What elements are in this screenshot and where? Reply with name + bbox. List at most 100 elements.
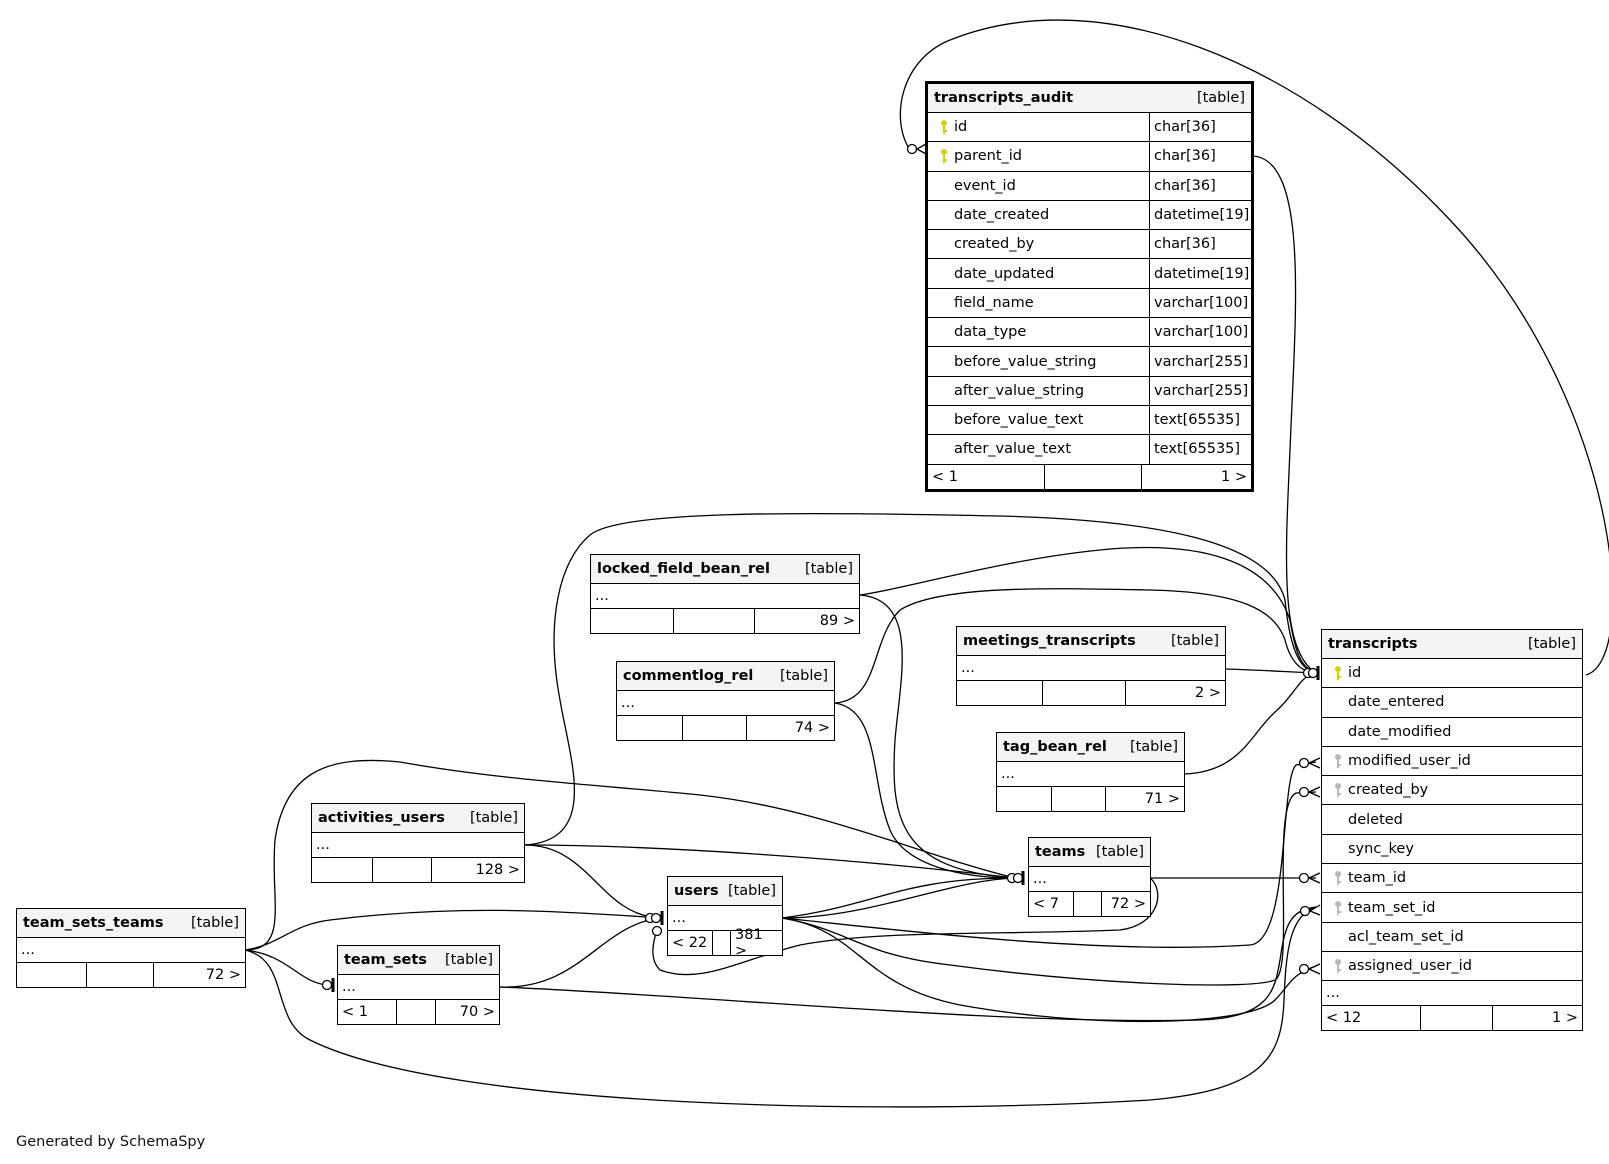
column-name: team_set_id xyxy=(1348,899,1436,916)
column-type: char[36] xyxy=(1149,113,1251,142)
column-row[interactable]: team_set_id xyxy=(1322,893,1582,923)
parents-count[interactable]: < 1 xyxy=(342,1004,368,1020)
relation-commentlog-teams xyxy=(834,702,1016,879)
column-row[interactable]: modified_user_id xyxy=(1322,747,1582,777)
parents-count[interactable]: < 22 xyxy=(672,935,708,951)
relation-meetings-transcripts xyxy=(1224,668,1317,674)
table-name[interactable]: teams xyxy=(1035,844,1086,860)
more-columns: ... xyxy=(1322,981,1582,1007)
column-row[interactable]: deleted xyxy=(1322,805,1582,835)
parents-count[interactable] xyxy=(591,609,673,633)
table-commentlog_rel[interactable]: commentlog_rel[table]...74 > xyxy=(616,661,835,741)
column-name: after_value_text xyxy=(954,441,1072,458)
table-name[interactable]: commentlog_rel xyxy=(623,668,754,684)
row-count xyxy=(1042,681,1125,705)
table-name[interactable]: tag_bean_rel xyxy=(1003,739,1107,755)
marker-team_id xyxy=(1298,872,1310,884)
table-tag: [table] xyxy=(727,883,776,899)
column-type: varchar[100] xyxy=(1149,288,1251,318)
parents-count[interactable]: < 12 xyxy=(1326,1010,1362,1027)
column-row[interactable]: team_id xyxy=(1322,864,1582,894)
column-row[interactable]: id char[36] xyxy=(928,113,1251,143)
column-row[interactable]: after_value_string varchar[255] xyxy=(928,376,1251,406)
relation-teamsets-team_set_id xyxy=(499,906,1317,1022)
children-count[interactable]: 72 > xyxy=(153,963,245,987)
table-name[interactable]: team_sets_teams xyxy=(23,915,164,931)
table-name[interactable]: meetings_transcripts xyxy=(963,633,1136,649)
column-name: id xyxy=(954,119,968,136)
relation-activities-transcripts xyxy=(524,512,1317,846)
more-columns: ... xyxy=(997,762,1184,787)
parents-count[interactable] xyxy=(957,681,1042,705)
table-name[interactable]: transcripts xyxy=(1328,636,1418,652)
column-row[interactable]: id xyxy=(1322,659,1582,689)
column-name: id xyxy=(1348,665,1362,682)
column-type: varchar[255] xyxy=(1149,376,1251,405)
relation-locked-transcripts xyxy=(859,546,1317,674)
column-type: char[36] xyxy=(1149,142,1251,171)
children-count[interactable]: 89 > xyxy=(754,609,859,633)
table-tag_bean_rel[interactable]: tag_bean_rel[table]...71 > xyxy=(996,732,1185,812)
marker-teamsets xyxy=(321,979,333,991)
children-count[interactable]: 70 > xyxy=(435,1000,499,1024)
children-count[interactable]: 2 > xyxy=(1125,681,1225,705)
parents-count[interactable] xyxy=(312,858,372,882)
column-row[interactable]: date_entered xyxy=(1322,688,1582,718)
row-count xyxy=(372,858,431,882)
table-team_sets_teams[interactable]: team_sets_teams[table]...72 > xyxy=(16,908,246,988)
row-count xyxy=(1073,892,1101,916)
column-row[interactable]: sync_key xyxy=(1322,835,1582,865)
column-name: deleted xyxy=(1348,811,1403,828)
parents-count[interactable] xyxy=(17,963,86,987)
table-activities_users[interactable]: activities_users[table]...128 > xyxy=(311,803,525,883)
children-count[interactable]: 381 > xyxy=(730,927,782,959)
children-count[interactable]: 128 > xyxy=(431,858,524,882)
children-count[interactable]: 71 > xyxy=(1105,787,1184,811)
column-name: date_created xyxy=(954,207,1050,224)
children-count[interactable]: 72 > xyxy=(1101,892,1150,916)
column-name: before_value_string xyxy=(954,353,1097,370)
table-meetings_transcripts[interactable]: meetings_transcripts[table]...2 > xyxy=(956,626,1226,706)
column-row[interactable]: assigned_user_id xyxy=(1322,952,1582,982)
table-locked_field_bean_rel[interactable]: locked_field_bean_rel[table]...89 > xyxy=(590,554,860,634)
relation-tst-team_set_id xyxy=(244,906,1317,1108)
column-name: after_value_string xyxy=(954,382,1085,399)
children-count[interactable]: 1 > xyxy=(1492,1006,1582,1031)
parents-count[interactable]: < 7 xyxy=(1033,896,1059,912)
table-name[interactable]: transcripts_audit xyxy=(934,90,1074,106)
table-name[interactable]: activities_users xyxy=(318,810,445,826)
children-count[interactable]: 1 > xyxy=(1141,464,1251,489)
parents-count[interactable]: < 1 xyxy=(932,468,958,485)
column-row[interactable]: acl_team_set_id xyxy=(1322,923,1582,952)
table-tag: [table] xyxy=(469,810,518,826)
column-type: char[36] xyxy=(1149,171,1251,200)
column-name: sync_key xyxy=(1348,840,1414,857)
relation-audit-transcripts xyxy=(1252,155,1317,674)
column-row[interactable]: created_by xyxy=(1322,776,1582,806)
column-row[interactable]: date_modified xyxy=(1322,718,1582,747)
children-count[interactable]: 74 > xyxy=(746,716,834,740)
more-columns: ... xyxy=(957,656,1225,681)
parents-count[interactable] xyxy=(617,716,682,740)
table-tag: [table] xyxy=(190,915,239,931)
table-name[interactable]: users xyxy=(674,883,719,899)
parents-count[interactable] xyxy=(997,787,1051,811)
table-name[interactable]: locked_field_bean_rel xyxy=(597,561,770,577)
table-name[interactable]: team_sets xyxy=(344,952,427,968)
